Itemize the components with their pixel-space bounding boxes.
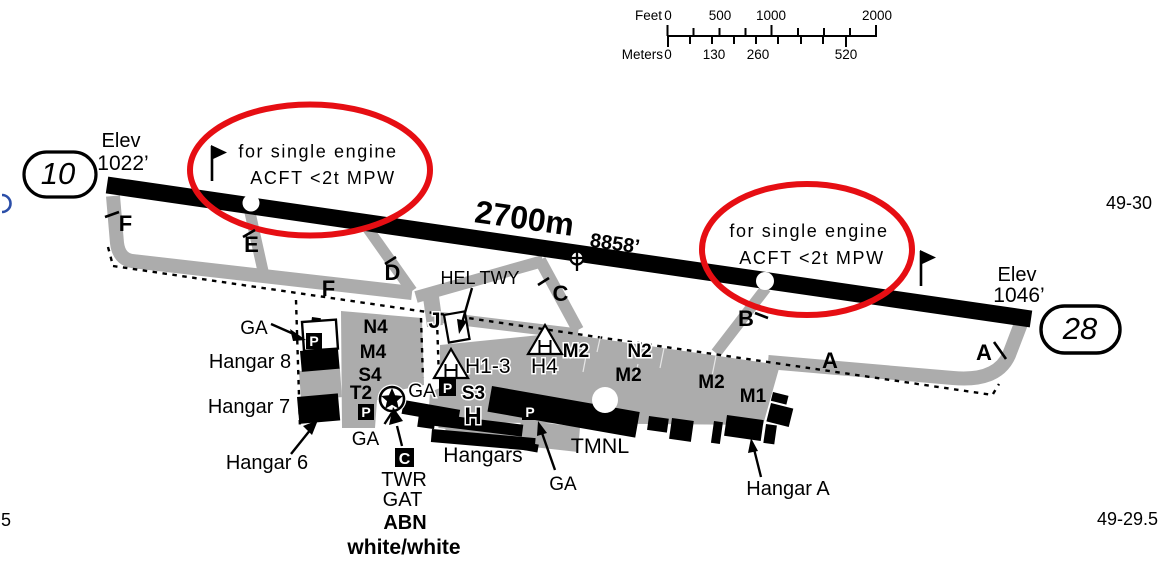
svg-text:M2: M2 [698, 372, 724, 393]
svg-text:Elev: Elev [102, 130, 141, 152]
svg-text:260: 260 [747, 47, 770, 62]
svg-text:GA: GA [549, 474, 577, 495]
svg-text:M2: M2 [615, 365, 641, 386]
svg-text:B: B [738, 306, 754, 331]
svg-text:Hangar 7: Hangar 7 [208, 396, 290, 418]
svg-text:2000: 2000 [862, 8, 892, 23]
svg-text:T2: T2 [350, 383, 372, 404]
svg-text:for single engine: for single engine [729, 221, 888, 241]
svg-text:P: P [525, 404, 534, 420]
svg-text:1046’: 1046’ [993, 284, 1044, 307]
svg-text:S3: S3 [462, 383, 485, 404]
svg-text:N2: N2 [627, 341, 651, 362]
svg-text:GA: GA [352, 429, 380, 450]
svg-text:P: P [309, 333, 318, 349]
svg-text:N4: N4 [363, 317, 388, 338]
svg-text:49-30: 49-30 [1106, 193, 1152, 213]
svg-text:Elev: Elev [998, 264, 1037, 286]
svg-text:10: 10 [41, 156, 75, 191]
svg-text:520: 520 [835, 47, 858, 62]
svg-text:GA: GA [408, 381, 436, 402]
svg-text:A: A [976, 340, 992, 365]
svg-text:C: C [399, 451, 411, 468]
svg-text:GA: GA [240, 318, 268, 339]
svg-text:P: P [443, 380, 452, 396]
svg-text:F: F [322, 276, 335, 301]
svg-text:ACFT <2t MPW: ACFT <2t MPW [250, 168, 395, 188]
svg-text:28: 28 [1062, 311, 1098, 346]
svg-text:49-29.5: 49-29.5 [1097, 509, 1158, 529]
svg-text:Feet: Feet [635, 8, 662, 23]
svg-text:TWR: TWR [381, 469, 427, 491]
svg-text:Hangar 6: Hangar 6 [226, 452, 308, 474]
svg-text:TMNL: TMNL [571, 434, 630, 458]
svg-text:A: A [822, 348, 838, 373]
svg-text:Hangar 8: Hangar 8 [209, 351, 291, 373]
svg-text:for single engine: for single engine [238, 142, 397, 162]
svg-text:130: 130 [703, 47, 726, 62]
svg-text:0: 0 [664, 47, 672, 62]
svg-text:E: E [244, 232, 259, 257]
svg-text:D: D [385, 260, 401, 285]
svg-text:C: C [553, 281, 569, 306]
svg-text:ABN: ABN [383, 512, 426, 534]
svg-text:M1: M1 [740, 386, 767, 407]
svg-text:Meters: Meters [622, 47, 664, 62]
svg-text:GAT: GAT [383, 489, 423, 511]
svg-text:Hangar A: Hangar A [746, 478, 830, 500]
svg-text:H1-3: H1-3 [465, 355, 511, 378]
svg-text:F: F [119, 211, 132, 236]
svg-text:S4: S4 [358, 365, 382, 386]
svg-text:1000: 1000 [756, 8, 786, 23]
svg-text:0: 0 [664, 8, 672, 23]
svg-text:ACFT <2t MPW: ACFT <2t MPW [739, 248, 884, 268]
svg-text:P: P [361, 404, 370, 420]
svg-text:1022’: 1022’ [97, 152, 148, 175]
svg-text:Hangars: Hangars [443, 444, 522, 467]
svg-text:HEL TWY: HEL TWY [440, 268, 519, 288]
svg-text:5: 5 [1, 510, 11, 530]
svg-text:M2: M2 [563, 341, 589, 362]
svg-text:H4: H4 [531, 355, 558, 378]
svg-text:white/white: white/white [346, 536, 460, 559]
svg-text:500: 500 [709, 8, 732, 23]
svg-text:H: H [464, 403, 481, 430]
svg-text:M4: M4 [360, 342, 387, 363]
svg-text:J: J [428, 308, 440, 333]
